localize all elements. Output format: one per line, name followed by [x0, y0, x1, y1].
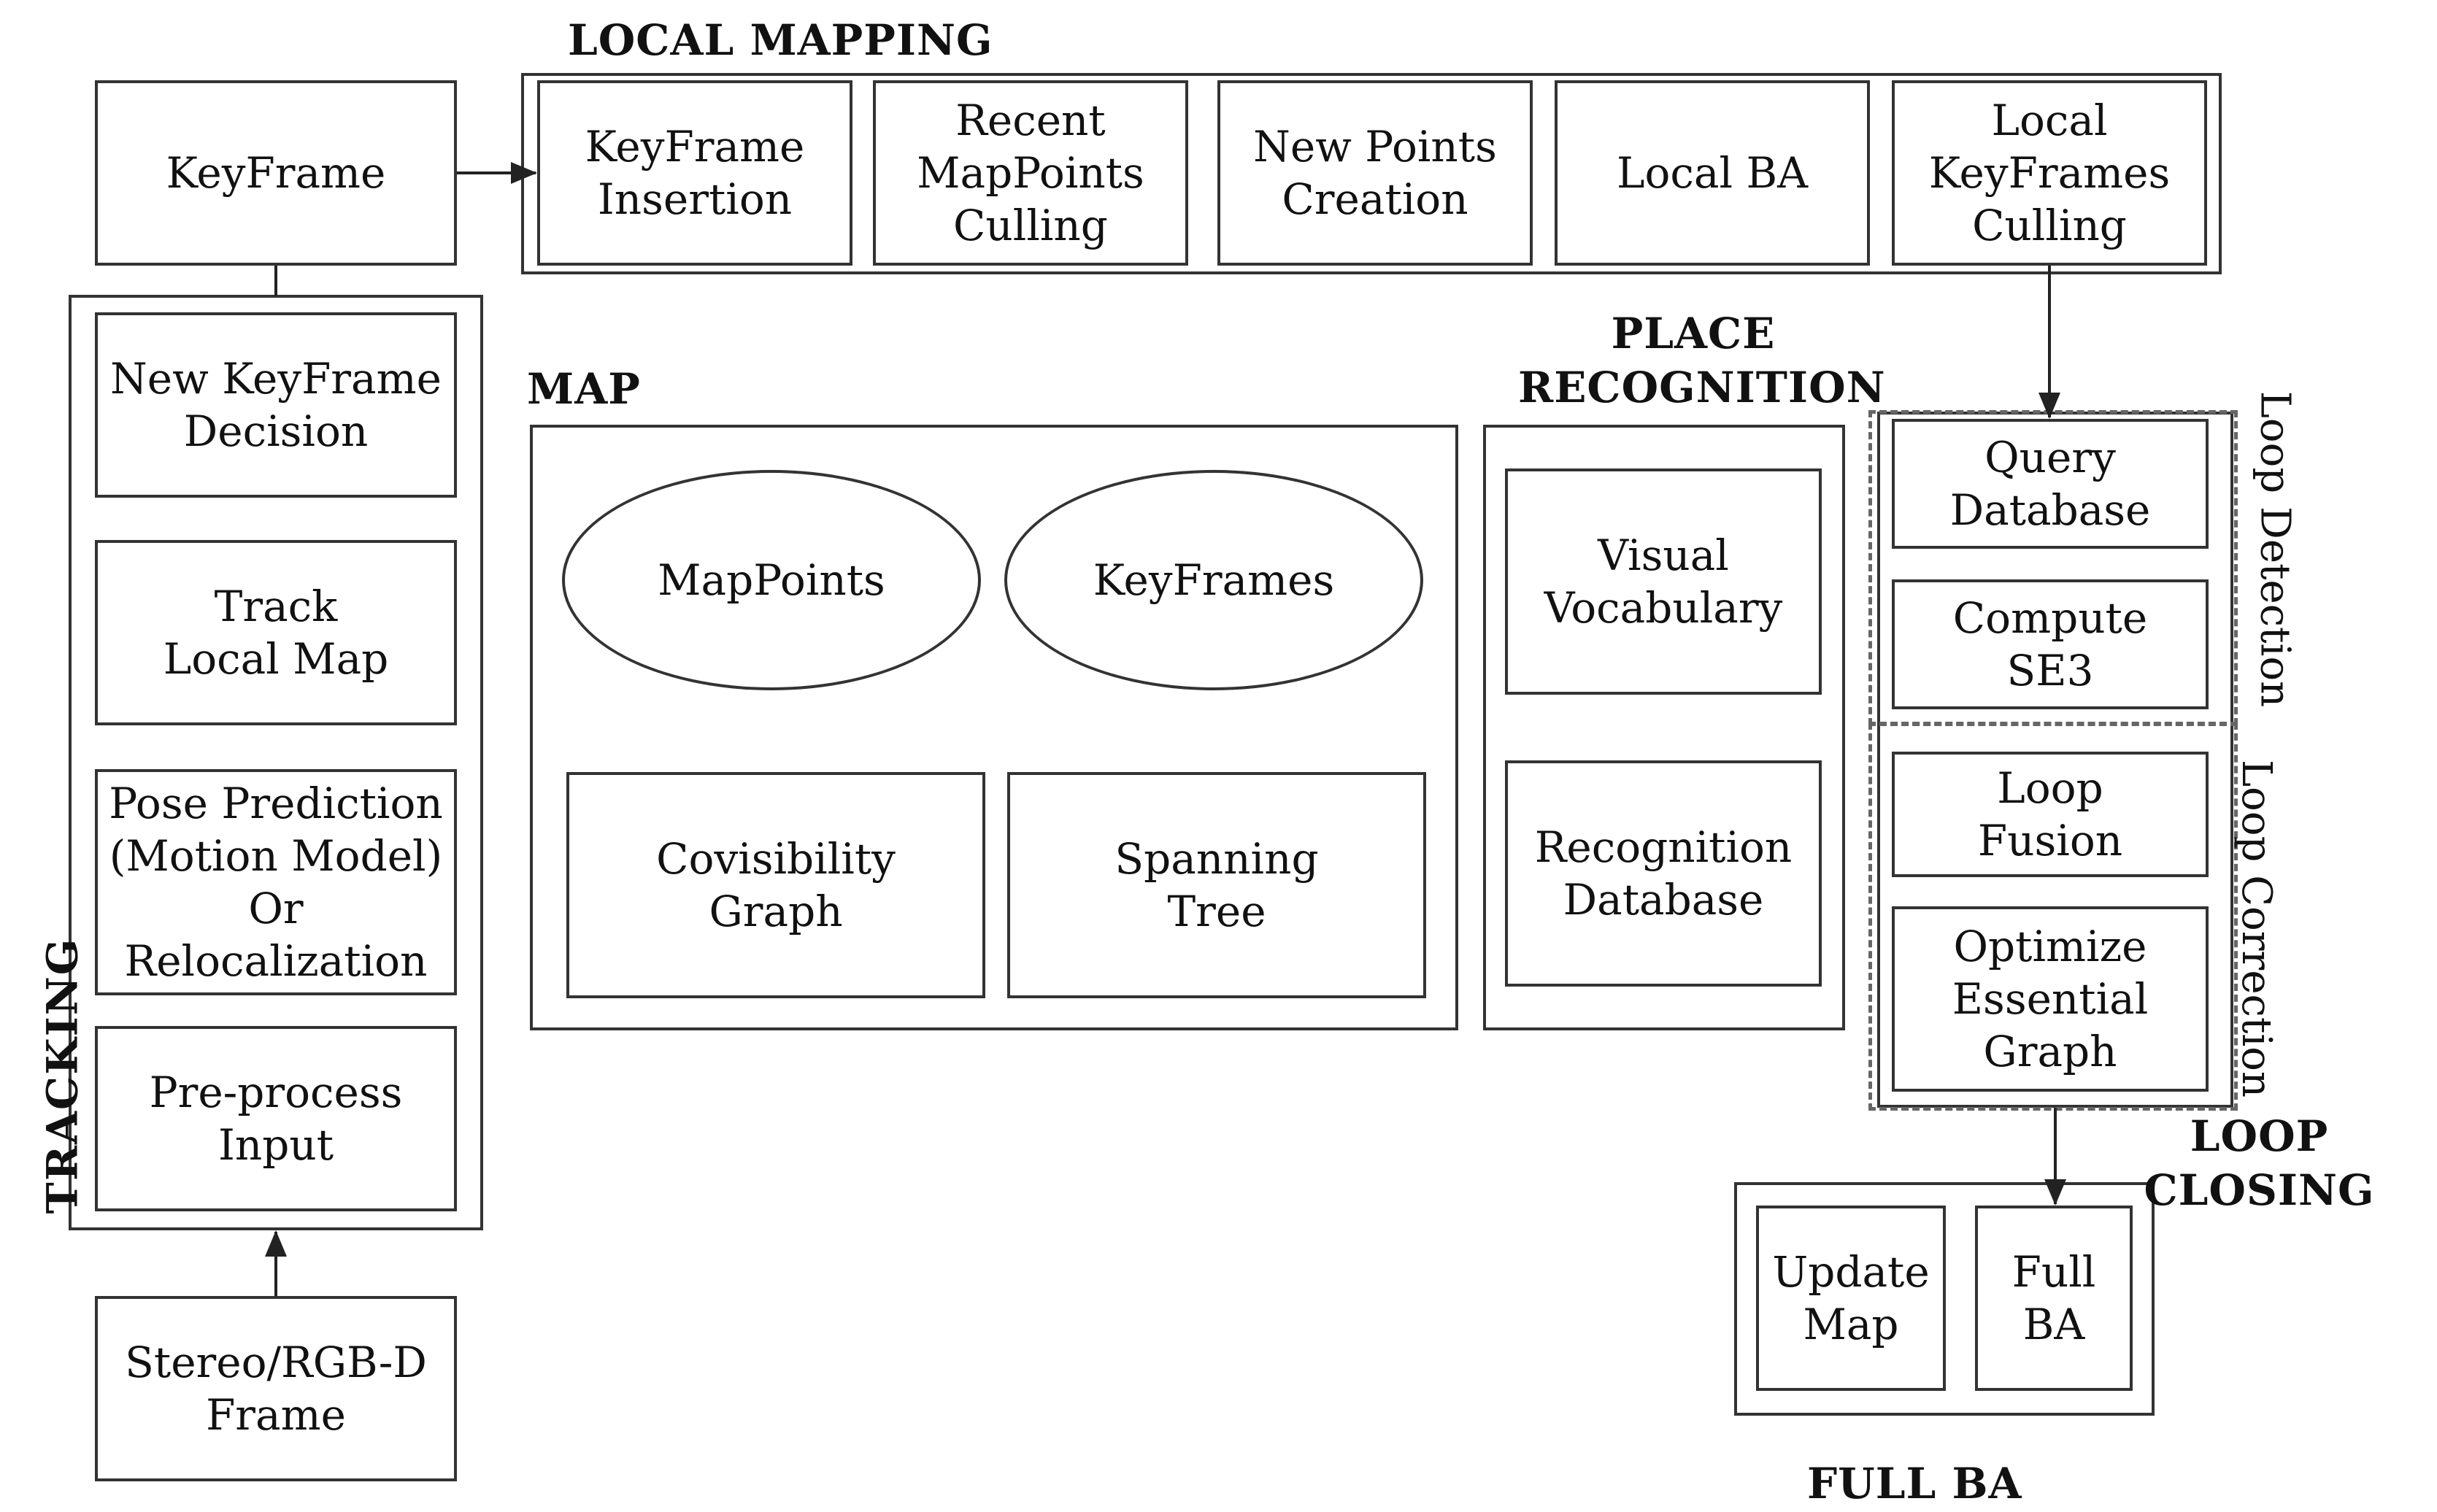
- stereo-rgbd-frame-node: Stereo/RGB-D Frame: [95, 1296, 457, 1481]
- loop-correction-dashed-frame: [1868, 722, 2238, 1111]
- local-ba-node: Local BA: [1555, 80, 1870, 266]
- keyframe-node: KeyFrame: [95, 80, 457, 266]
- covisibility-graph-node: Covisibility Graph: [566, 772, 985, 998]
- new-keyframe-decision-node: New KeyFrame Decision: [95, 312, 457, 498]
- place-recognition-heading: PLACE RECOGNITION: [1518, 309, 1886, 412]
- recent-mappoints-culling-node: Recent MapPoints Culling: [873, 80, 1188, 266]
- visual-vocabulary-node: Visual Vocabulary: [1505, 468, 1822, 695]
- local-mapping-heading: LOCAL MAPPING: [568, 15, 993, 65]
- compute-se3-node: Compute SE3: [1892, 579, 2209, 709]
- recognition-database-node: Recognition Database: [1505, 760, 1822, 987]
- keyframe-insertion-node: KeyFrame Insertion: [537, 80, 852, 266]
- full-ba-node: Full BA: [1975, 1206, 2133, 1391]
- preprocess-input-node: Pre-process Input: [95, 1026, 457, 1211]
- new-points-creation-node: New Points Creation: [1217, 80, 1533, 266]
- pose-prediction-node: Pose Prediction (Motion Model) Or Reloca…: [95, 769, 457, 995]
- track-local-map-node: Track Local Map: [95, 540, 457, 725]
- keyframes-node: KeyFrames: [1004, 470, 1423, 690]
- local-keyframes-culling-node: Local KeyFrames Culling: [1892, 80, 2207, 266]
- mappoints-node: MapPoints: [562, 470, 981, 690]
- update-map-node: Update Map: [1756, 1206, 1946, 1391]
- loop-fusion-node: Loop Fusion: [1892, 752, 2209, 877]
- loop-closing-heading: LOOP CLOSING: [2144, 1111, 2375, 1215]
- map-heading: MAP: [527, 364, 641, 414]
- spanning-tree-node: Spanning Tree: [1007, 772, 1426, 998]
- full-ba-heading: FULL BA: [1807, 1459, 2022, 1508]
- query-database-node: Query Database: [1892, 419, 2209, 549]
- optimize-essential-graph-node: Optimize Essential Graph: [1892, 906, 2209, 1092]
